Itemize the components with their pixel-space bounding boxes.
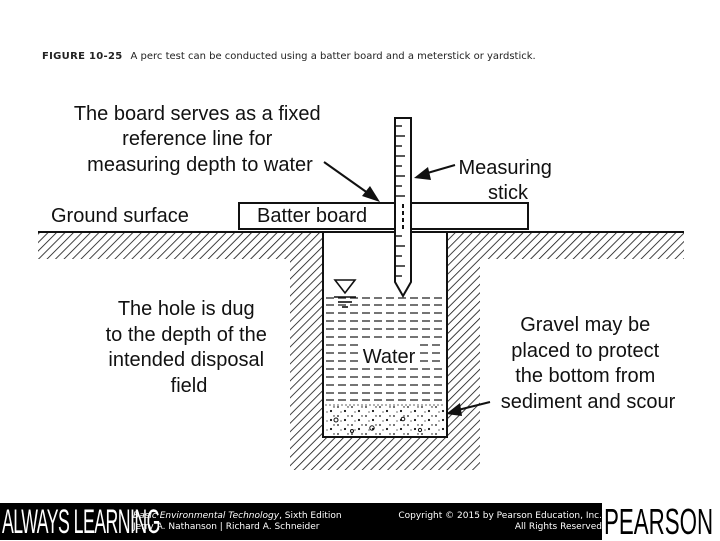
batter-board — [238, 202, 529, 230]
water-body — [326, 297, 444, 401]
arrow-to-board — [323, 161, 380, 202]
label-hole-dug-line: The hole is dug — [118, 298, 255, 320]
label-ground-surface: Ground surface — [51, 205, 189, 227]
label-measuring-stick: Measuring stick — [459, 157, 558, 204]
copyright-text: Copyright © 2015 by Pearson Education, I… — [398, 511, 602, 521]
label-measuring-stick-line: stick — [488, 182, 529, 204]
label-fixed-reference-line: measuring depth to water — [87, 154, 313, 176]
pearson-logo: PEARSON — [602, 503, 720, 540]
label-hole-dug-line: field — [171, 375, 208, 397]
perc-test-diagram: The board serves as a fixed reference li… — [38, 103, 684, 470]
label-batter-board: Batter board — [257, 205, 367, 227]
label-gravel-line: Gravel may be — [520, 314, 650, 336]
label-hole-dug-line: to the depth of the — [106, 324, 267, 346]
book-authors: Jerry A. Nathanson | Richard A. Schneide… — [133, 522, 320, 532]
pearson-logo-text: PEARSON — [604, 503, 714, 540]
figure-number: FIGURE 10-25 — [42, 51, 123, 62]
label-fixed-reference: The board serves as a fixed reference li… — [74, 103, 326, 176]
hole-outline — [322, 232, 448, 438]
caption-text: A perc test can be conducted using a bat… — [130, 51, 536, 62]
label-measuring-stick-line: Measuring — [459, 157, 552, 179]
arrow-to-gravel — [446, 401, 491, 416]
label-gravel: Gravel may be placed to protect the bott… — [501, 314, 676, 413]
label-gravel-line: the bottom from — [515, 365, 655, 387]
label-fixed-reference-line: reference line for — [122, 128, 272, 150]
rights-text: All Rights Reserved — [514, 522, 602, 532]
arrow-to-stick — [414, 164, 456, 180]
figure-caption: FIGURE 10-25 A perc test can be conducted… — [42, 51, 536, 62]
gravel-layer — [325, 405, 445, 436]
gravel-stones — [333, 416, 423, 433]
book-info: Basic Environmental Technology, Sixth Ed… — [133, 511, 342, 533]
copyright-notice: Copyright © 2015 by Pearson Education, I… — [398, 511, 602, 533]
book-title: Basic Environmental Technology — [133, 511, 280, 521]
always-learning-logo: ALWAYS LEARNING — [2, 503, 160, 541]
measuring-stick — [394, 117, 412, 299]
label-gravel-line: placed to protect — [511, 340, 659, 362]
footer-bar: ALWAYS LEARNING Basic Environmental Tech… — [0, 503, 720, 540]
water-level-symbol — [333, 279, 357, 308]
label-water: Water — [363, 346, 416, 368]
label-gravel-line: sediment and scour — [501, 391, 676, 413]
label-hole-dug: The hole is dug to the depth of the inte… — [106, 298, 273, 397]
label-hole-dug-line: intended disposal — [108, 349, 264, 371]
book-edition: , Sixth Edition — [279, 511, 342, 521]
soil-hatch — [38, 232, 684, 470]
label-fixed-reference-line: The board serves as a fixed — [74, 103, 321, 125]
